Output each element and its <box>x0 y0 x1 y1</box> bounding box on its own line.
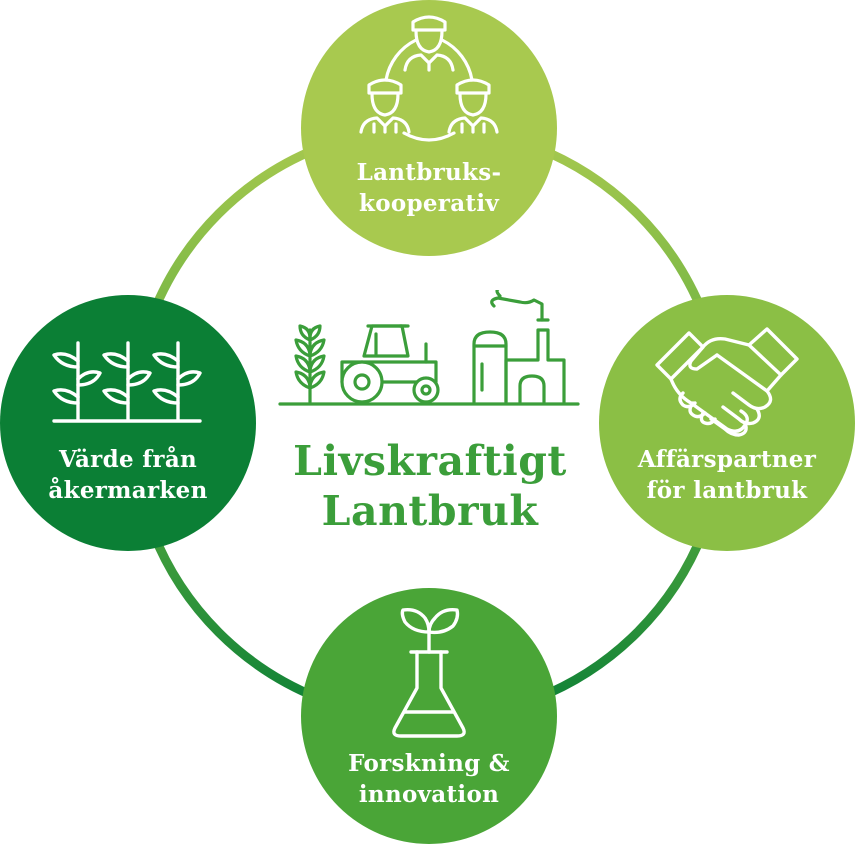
node-label: Forskning & innovation <box>315 748 543 810</box>
handshake-icon <box>655 327 799 437</box>
node-label-line1: Forskning & <box>348 750 510 777</box>
node-label-line2: för lantbruk <box>646 477 808 504</box>
farm-tractor-factory-icon <box>278 290 580 406</box>
node-label: Lantbruks- kooperativ <box>315 157 543 219</box>
center-title-line2: Lantbruk <box>321 487 539 535</box>
node-varde-fran-akermarken: Värde från åkermarken <box>0 295 256 551</box>
crops-field-icon <box>52 341 202 423</box>
node-forskning-innovation: Forskning & innovation <box>301 588 557 844</box>
node-label: Affärspartner för lantbruk <box>613 444 841 506</box>
center-title-line1: Livskraftigt <box>293 437 567 485</box>
node-label-line1: Värde från <box>58 446 198 473</box>
node-label-line2: kooperativ <box>358 190 500 217</box>
center-title: Livskraftigt Lantbruk <box>230 436 630 536</box>
node-lantbrukskooperativ: Lantbruks- kooperativ <box>301 0 557 256</box>
node-label-line1: Lantbruks- <box>356 159 502 186</box>
flask-sprout-icon <box>392 607 466 738</box>
node-label: Värde från åkermarken <box>14 444 242 506</box>
node-label-line1: Affärspartner <box>637 446 817 473</box>
node-affarspartner: Affärspartner för lantbruk <box>599 295 855 551</box>
node-label-line2: innovation <box>358 781 500 808</box>
node-label-line2: åkermarken <box>48 477 208 504</box>
farmers-group-icon <box>359 15 499 142</box>
